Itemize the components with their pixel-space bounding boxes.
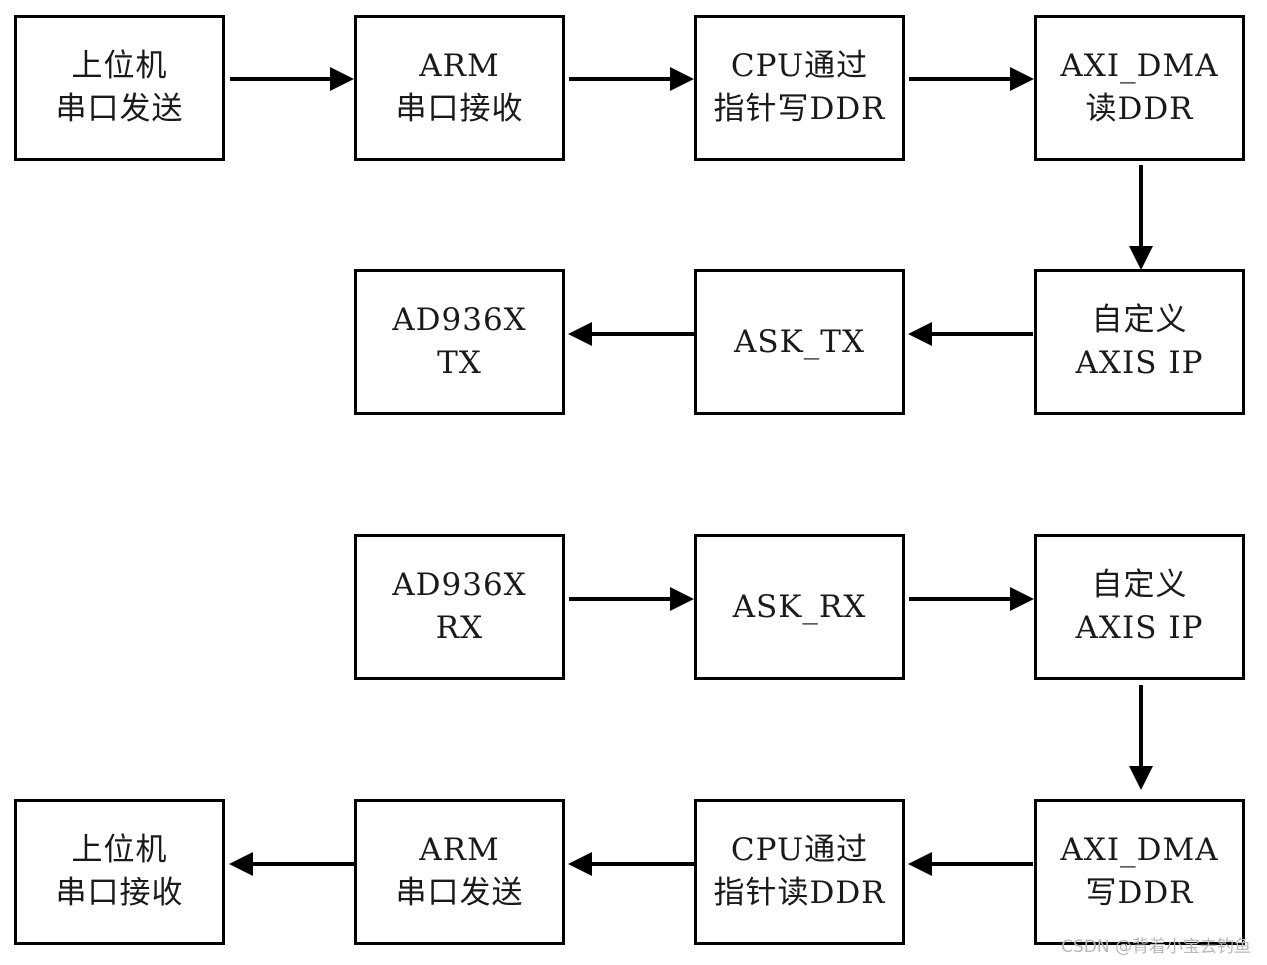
ad936x-rx-label-2: RX (435, 610, 484, 646)
ask-rx-label: ASK_RX (732, 588, 867, 625)
arm-receive-label-1: ARM (419, 48, 500, 84)
host-send-box: 上位机 串口发送 (14, 15, 225, 161)
arrowhead-left (568, 322, 592, 346)
host-send-label-1: 上位机 (71, 48, 168, 84)
axis-ip-tx-label-2: AXIS IP (1075, 345, 1204, 381)
axis-ip-tx-box: 自定义 AXIS IP (1034, 269, 1245, 415)
arm-receive-label-2: 串口接收 (395, 91, 524, 127)
axis-ip-rx-box: 自定义 AXIS IP (1034, 534, 1245, 680)
cpu-write-ddr-box: CPU通过 指针写DDR (694, 15, 905, 161)
watermark-text: CSDN @背着小宝去钓鱼 (1061, 937, 1251, 957)
arrowhead-right (1010, 587, 1034, 611)
axis-ip-rx-label-1: 自定义 (1091, 567, 1188, 603)
arm-send-label-2: 串口发送 (395, 875, 524, 911)
axi-dma-read-box: AXI_DMA 读DDR (1034, 15, 1245, 161)
axis-ip-rx-label-2: AXIS IP (1075, 610, 1204, 646)
dma-write-label-2: 写DDR (1085, 875, 1194, 911)
ad936x-rx-box: AD936X RX (354, 534, 565, 680)
cpu-read-label-1: CPU通过 (730, 832, 869, 868)
host-receive-label-2: 串口接收 (55, 875, 184, 911)
arrowhead-left (908, 852, 932, 876)
arrowhead-left (229, 852, 253, 876)
host-receive-box: 上位机 串口接收 (14, 799, 225, 945)
cpu-write-label-1: CPU通过 (730, 48, 869, 84)
arrowhead-right (670, 67, 694, 91)
arrowhead-right (330, 67, 354, 91)
ask-rx-box: ASK_RX (694, 534, 905, 680)
host-send-label-2: 串口发送 (55, 91, 184, 127)
ad936x-tx-label-1: AD936X (392, 302, 527, 338)
host-receive-label-1: 上位机 (71, 832, 168, 868)
arm-send-label-1: ARM (419, 832, 500, 868)
arm-send-box: ARM 串口发送 (354, 799, 565, 945)
ad936x-tx-label-2: TX (437, 345, 482, 381)
cpu-read-ddr-box: CPU通过 指针读DDR (694, 799, 905, 945)
cpu-read-label-2: 指针读DDR (713, 875, 886, 911)
cpu-write-label-2: 指针写DDR (713, 91, 886, 127)
arm-receive-box: ARM 串口接收 (354, 15, 565, 161)
arrowhead-down (1129, 766, 1153, 790)
arrowhead-left (908, 322, 932, 346)
arrowhead-down (1129, 246, 1153, 270)
arrowhead-right (1010, 67, 1034, 91)
ad936x-tx-box: AD936X TX (354, 269, 565, 415)
dma-read-label-1: AXI_DMA (1060, 48, 1219, 84)
ask-tx-box: ASK_TX (694, 269, 905, 415)
dma-read-label-2: 读DDR (1085, 91, 1194, 127)
arrowhead-right (670, 587, 694, 611)
dma-write-label-1: AXI_DMA (1060, 832, 1219, 868)
ask-tx-label: ASK_TX (733, 323, 866, 360)
axis-ip-tx-label-1: 自定义 (1091, 302, 1188, 338)
arrowhead-left (568, 852, 592, 876)
ad936x-rx-label-1: AD936X (392, 567, 527, 603)
axi-dma-write-box: AXI_DMA 写DDR (1034, 799, 1245, 945)
